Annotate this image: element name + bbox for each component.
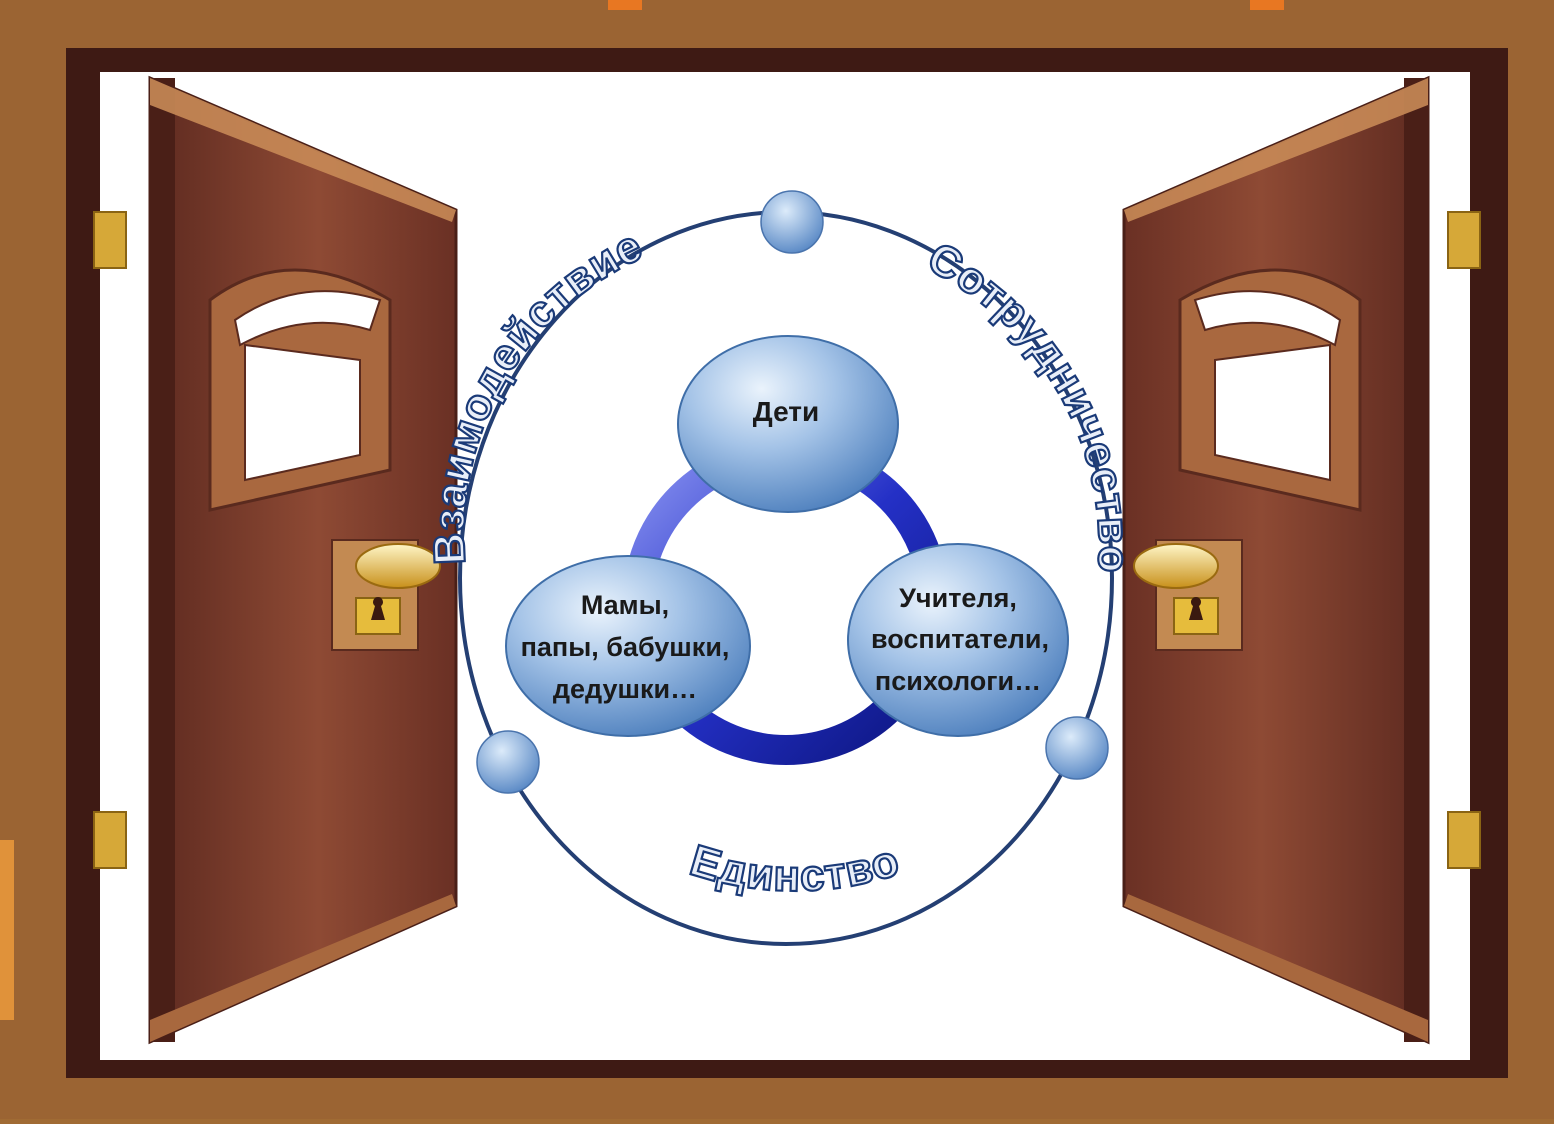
- node-parents: [505, 555, 751, 737]
- node-teachers-label-line2: воспитатели,: [871, 624, 1049, 654]
- node-teachers-label-line1: Учителя,: [899, 583, 1017, 613]
- node-teachers-label-line3: психологи…: [875, 666, 1041, 696]
- node-teachers: [847, 543, 1069, 737]
- frame-top-orange-marker-2: [1250, 0, 1284, 10]
- node-parents-label-line1: Мамы,: [581, 590, 669, 620]
- frame-top-orange-marker: [608, 0, 642, 10]
- left-door: [93, 75, 458, 1045]
- node-children-label: Дети: [753, 396, 819, 427]
- bead-left: [476, 730, 540, 794]
- node-children: [677, 335, 899, 513]
- bead-top: [760, 190, 824, 254]
- node-parents-label-line2: папы, бабушки,: [521, 632, 730, 662]
- left-edge-decoration: [0, 840, 14, 1020]
- right-door: [1122, 75, 1481, 1045]
- bead-right: [1045, 716, 1109, 780]
- node-parents-label-line3: дедушки…: [553, 674, 697, 704]
